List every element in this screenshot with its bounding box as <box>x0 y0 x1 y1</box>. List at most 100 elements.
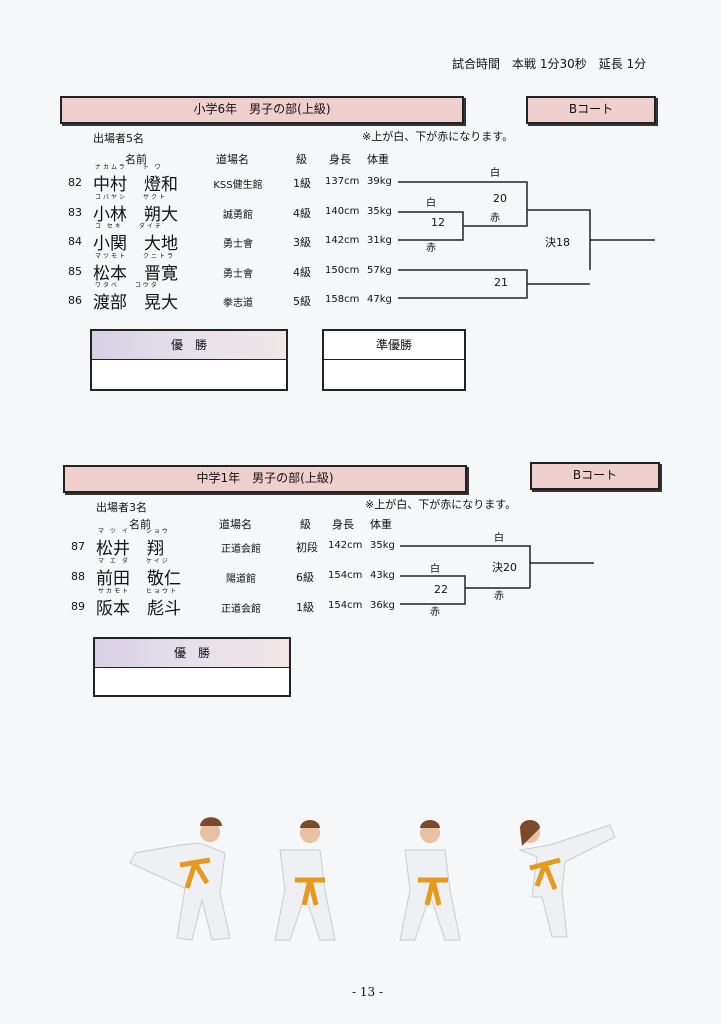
col-height: 身長 <box>332 518 354 531</box>
winner-label: 優 勝 <box>92 331 286 360</box>
color-note: ※上が白、下が赤になります。 <box>365 498 517 511</box>
player-number: 82 <box>68 176 82 189</box>
section-title: 中学1年 男子の部(上級) <box>63 465 467 493</box>
court-label: Bコート <box>526 96 656 124</box>
karate-figure-icon <box>129 824 616 941</box>
col-name: 名前 <box>125 153 147 166</box>
col-weight: 体重 <box>367 153 389 166</box>
match-12: 12 <box>431 216 445 229</box>
white-label: 白 <box>490 168 500 179</box>
col-name: 名前 <box>129 518 151 531</box>
player-height: 150cm <box>325 264 360 276</box>
col-dojo: 道場名 <box>219 518 252 531</box>
player-weight: 43kg <box>370 570 395 581</box>
court-label: Bコート <box>530 462 660 490</box>
winner-box: 優 勝 <box>90 329 288 391</box>
player-rank: 1級 <box>293 177 311 190</box>
player-kana: ワタベ コウタ <box>95 282 159 289</box>
player-height: 154cm <box>328 570 363 581</box>
player-rank: 4級 <box>293 206 311 220</box>
player-kana: マ エ ダ ケイジ <box>98 558 170 565</box>
player-height: 142cm <box>325 235 360 246</box>
match-20: 20 <box>493 192 507 205</box>
player-height: 158cm <box>325 294 360 305</box>
match-time: 試合時間 本戦 1分30秒 延長 1分 <box>452 57 647 71</box>
player-name: 阪本 彪斗 <box>96 599 181 619</box>
color-note: ※上が白、下が赤になります。 <box>362 130 514 143</box>
section-title: 小学6年 男子の部(上級) <box>60 96 464 124</box>
white-label: 白 <box>430 564 440 575</box>
player-name: 前田 敬仁 <box>96 569 181 589</box>
player-dojo: KSS健生館 <box>213 180 263 191</box>
player-name: 中村 燈和 <box>93 175 178 195</box>
match-22: 22 <box>434 583 448 596</box>
final-18: 決18 <box>545 236 570 249</box>
runner-up-box: 準優勝 <box>322 329 466 391</box>
player-weight: 36kg <box>370 600 395 611</box>
player-rank: 3級 <box>293 236 311 249</box>
player-name: 小林 朔大 <box>93 204 178 225</box>
player-dojo: 拳志道 <box>223 298 253 309</box>
player-number: 83 <box>68 205 82 219</box>
player-rank: 4級 <box>293 265 311 279</box>
player-weight: 39kg <box>367 176 392 187</box>
player-weight: 47kg <box>367 294 392 305</box>
player-number: 88 <box>71 570 85 583</box>
player-dojo: 正道会館 <box>221 604 261 615</box>
col-dojo: 道場名 <box>216 153 249 166</box>
player-number: 89 <box>71 600 85 613</box>
white-label: 白 <box>494 533 504 544</box>
final-20: 決20 <box>492 561 517 574</box>
winner-label: 優 勝 <box>95 639 289 668</box>
player-height: 140cm <box>325 205 360 217</box>
player-weight: 35kg <box>367 205 392 217</box>
player-number: 84 <box>68 235 82 248</box>
match-21: 21 <box>494 276 508 289</box>
red-label: 赤 <box>426 243 436 254</box>
col-height: 身長 <box>329 153 351 166</box>
player-rank: 5級 <box>293 295 311 308</box>
player-kana: マ ツ イ ショウ <box>98 528 170 535</box>
player-dojo: 誠勇館 <box>223 209 253 221</box>
player-number: 86 <box>68 294 82 307</box>
entrants-count: 出場者5名 <box>93 132 144 145</box>
player-kana: ナカムラ ト ワ <box>95 164 163 171</box>
col-rank: 級 <box>300 518 311 531</box>
player-dojo: 勇士會 <box>223 268 253 280</box>
player-name: 小関 大地 <box>93 234 178 254</box>
player-name: 松井 翔 <box>96 539 164 559</box>
red-label: 赤 <box>430 607 440 618</box>
player-weight: 57kg <box>367 264 392 276</box>
red-label: 赤 <box>490 213 500 224</box>
player-kana: マツモト クニトラ <box>95 252 176 260</box>
white-label: 白 <box>426 198 436 209</box>
player-kana: コバヤシ サクト <box>95 193 168 201</box>
page-number: - 13 - <box>352 985 384 999</box>
col-weight: 体重 <box>370 518 392 531</box>
red-label: 赤 <box>494 591 504 602</box>
player-dojo: 陽道館 <box>226 574 256 585</box>
player-name: 松本 晋寛 <box>93 263 178 284</box>
player-number: 87 <box>71 540 85 553</box>
player-number: 85 <box>68 264 82 278</box>
player-kana: コ セキ ダイチ <box>95 223 163 230</box>
player-height: 142cm <box>328 540 363 551</box>
entrants-count: 出場者3名 <box>96 501 147 514</box>
player-weight: 31kg <box>367 235 392 246</box>
col-rank: 級 <box>296 153 307 166</box>
player-rank: 初段 <box>296 541 318 554</box>
runner-up-label: 準優勝 <box>324 331 464 360</box>
winner-box: 優 勝 <box>93 637 291 697</box>
player-rank: 1級 <box>296 601 314 614</box>
player-dojo: 勇士會 <box>223 239 253 250</box>
player-height: 154cm <box>328 600 363 611</box>
player-weight: 35kg <box>370 540 395 551</box>
player-name: 渡部 晃大 <box>93 293 178 313</box>
player-height: 137cm <box>325 176 360 187</box>
player-rank: 6級 <box>296 571 314 584</box>
player-kana: サカモト ヒョウト <box>98 588 179 595</box>
